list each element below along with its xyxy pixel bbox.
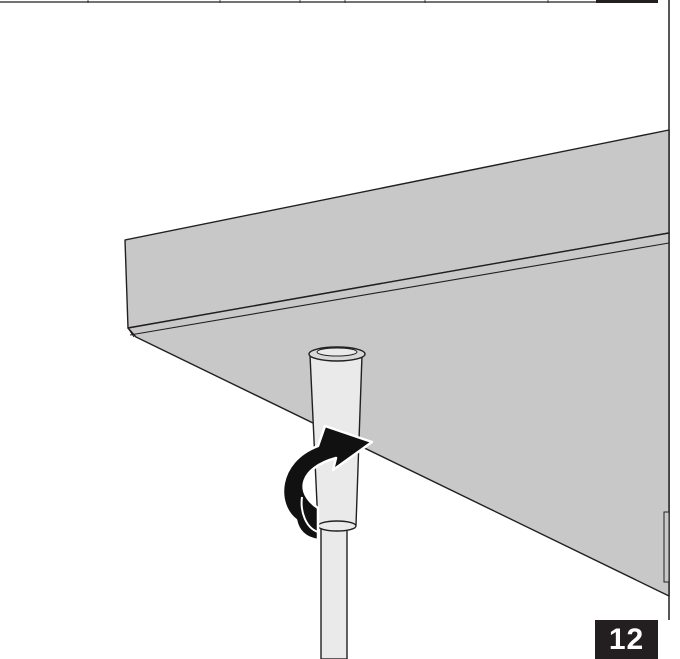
shelf-panel [124, 129, 670, 597]
previous-figure-edge [0, 0, 658, 3]
shelf-fold-line [129, 242, 670, 336]
step-number-badge: 12 [595, 620, 658, 659]
rotate-clockwise-arrow-icon [281, 424, 374, 542]
suspension-rod [320, 527, 348, 659]
shelf-edge-clip [663, 511, 670, 583]
